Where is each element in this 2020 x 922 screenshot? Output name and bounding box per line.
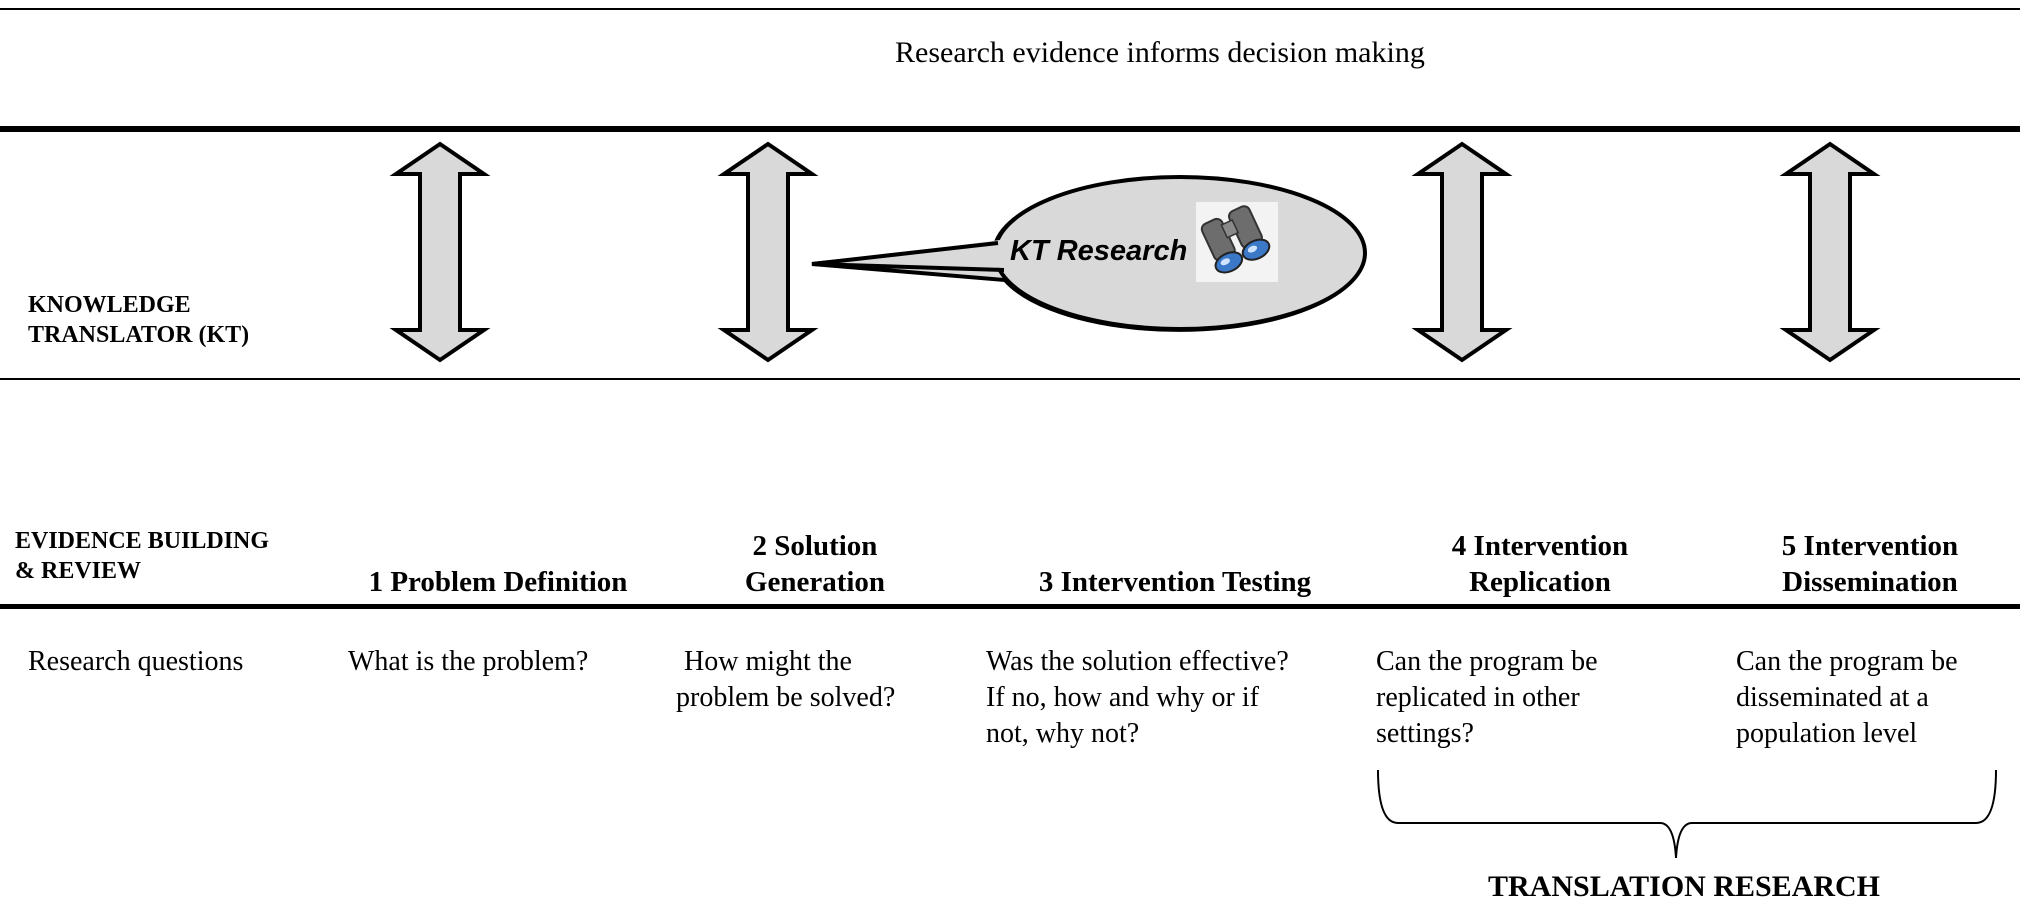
kt-row-label-line2: TRANSLATOR (KT) [28,322,250,348]
kt-row-label: KNOWLEDGE TRANSLATOR (KT) [28,290,249,350]
kt-row-label-line1: KNOWLEDGE [28,292,191,318]
kt-band-top-rule [0,126,2020,132]
question-4-line1: Can the program be [1376,646,1598,677]
column-header-3: 3 Intervention Testing [1010,528,1340,600]
column-header-1: 1 Problem Definition [348,528,648,600]
question-2-line1: How might the [684,646,852,677]
question-1-text: What is the problem? [348,646,589,677]
question-cell-1: What is the problem? [348,644,588,680]
column-header-1-line2: 1 Problem Definition [368,566,628,598]
evidence-row-label-line1: EVIDENCE BUILDING [15,528,270,554]
column-header-5-line1: 5 Intervention [1781,530,1959,562]
question-3-line2: If no, how and why or if [986,682,1259,713]
double-arrow-2 [722,142,814,362]
question-5-line3: population level [1736,718,1918,749]
header-underline-rule [0,604,2020,609]
column-header-4: 4 Intervention Replication [1430,528,1650,600]
column-header-3-line2: 3 Intervention Testing [1038,566,1312,598]
question-3-line3: not, why not? [986,718,1140,749]
row-label-research-questions: Research questions [28,646,244,677]
question-cell-4: Can the program be replicated in other s… [1376,644,1598,752]
banner-text: Research evidence informs decision makin… [895,36,1425,69]
double-arrow-5 [1784,142,1876,362]
question-5-line2: disseminated at a [1736,682,1929,713]
question-cell-5: Can the program be disseminated at a pop… [1736,644,1958,752]
evidence-row-label: EVIDENCE BUILDING & REVIEW [15,526,269,586]
question-2-line2: problem be solved? [676,682,896,713]
translation-research-label: TRANSLATION RESEARCH [1488,870,1881,903]
question-4-line3: settings? [1376,718,1474,749]
column-header-4-line2: Replication [1469,566,1611,598]
column-header-1-line1 [348,528,648,564]
translation-research-bracket [1377,769,1997,859]
column-header-5: 5 Intervention Dissemination [1760,528,1980,600]
kt-band-bottom-rule [0,378,2020,380]
evidence-row-label-line2: & REVIEW [15,558,142,584]
column-header-2-line2: Generation [744,566,886,598]
question-3-line1: Was the solution effective? [986,646,1289,677]
column-header-4-line1: 4 Intervention [1451,530,1629,562]
column-header-5-line2: Dissemination [1782,566,1958,598]
double-arrow-1 [394,142,486,362]
column-header-2-line1: 2 Solution [752,530,878,562]
question-cell-2: How might the problem be solved? [676,644,895,716]
binoculars-icon [1196,202,1278,282]
question-cell-3: Was the solution effective? If no, how a… [986,644,1289,752]
top-rule [0,8,2020,10]
column-header-3-line1 [1010,528,1340,564]
kt-research-label: KT Research [1010,235,1188,267]
question-5-line1: Can the program be [1736,646,1958,677]
question-4-line2: replicated in other [1376,682,1580,713]
column-header-2: 2 Solution Generation [700,528,930,600]
double-arrow-4 [1416,142,1508,362]
